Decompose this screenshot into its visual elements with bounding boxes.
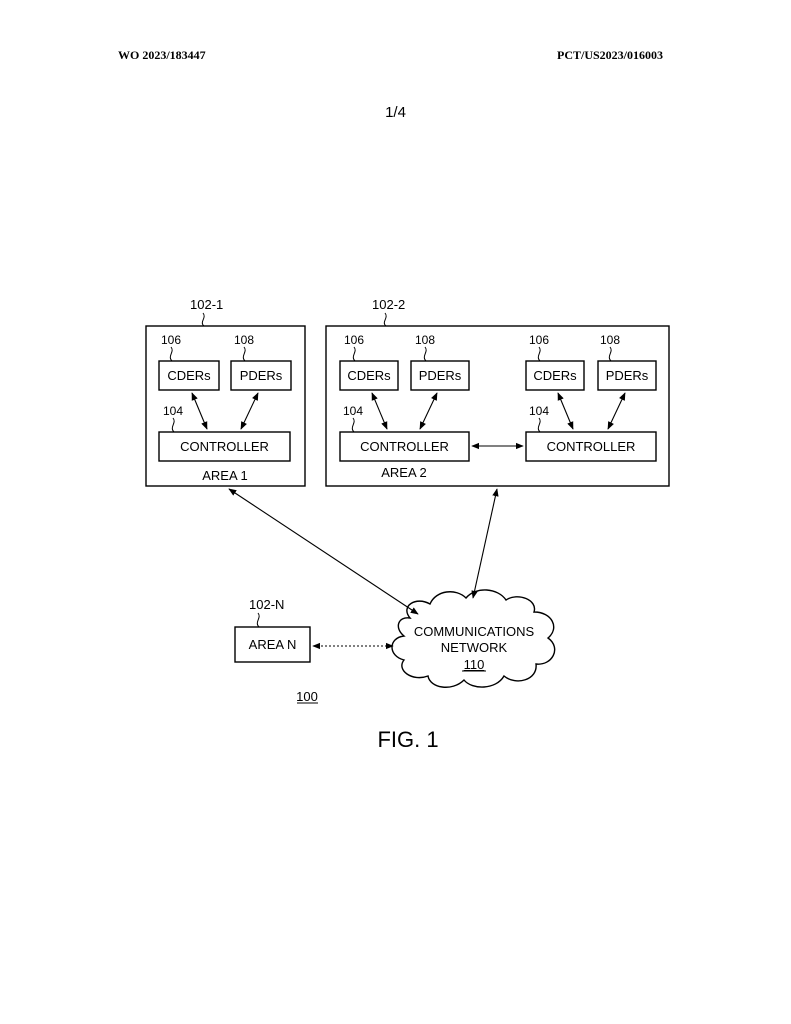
area2-left-controller-ref: 104 (343, 404, 363, 418)
area1-network-link (229, 489, 418, 614)
figure-label: FIG. 1 (377, 727, 438, 752)
area1-leader (202, 313, 204, 326)
area1-pders-label: PDERs (240, 368, 283, 383)
system-ref: 100 (296, 689, 318, 704)
area2-right-pders-ref: 108 (600, 333, 620, 347)
area2-left-pders-label: PDERs (419, 368, 462, 383)
area2-ref: 102-2 (372, 297, 405, 312)
area1-controller-label: CONTROLLER (180, 439, 269, 454)
area2-left-cders-ref: 106 (344, 333, 364, 347)
area1-cders-label: CDERs (167, 368, 211, 383)
area1-label: AREA 1 (202, 468, 248, 483)
area2-leader (384, 313, 386, 326)
area1-cders-ref: 106 (161, 333, 181, 347)
network-ref: 110 (464, 657, 485, 672)
areaN-label: AREA N (249, 637, 297, 652)
network-label-line2: NETWORK (441, 640, 508, 655)
area2-right-controller-ref: 104 (529, 404, 549, 418)
areaN-leader (257, 613, 259, 627)
area2-left-cders-label: CDERs (347, 368, 391, 383)
area2-right-controller-label: CONTROLLER (547, 439, 636, 454)
network-label-line1: COMMUNICATIONS (414, 624, 535, 639)
area2-right-pders-label: PDERs (606, 368, 649, 383)
area2-left-controller-label: CONTROLLER (360, 439, 449, 454)
area2-right-cders-ref: 106 (529, 333, 549, 347)
area2-network-link (473, 489, 497, 598)
area1-ref: 102-1 (190, 297, 223, 312)
area2-label: AREA 2 (381, 465, 427, 480)
areaN-ref: 102-N (249, 597, 284, 612)
area1-pders-ref: 108 (234, 333, 254, 347)
area2-left-pders-ref: 108 (415, 333, 435, 347)
area2-right-cders-label: CDERs (533, 368, 577, 383)
area1-controller-ref: 104 (163, 404, 183, 418)
